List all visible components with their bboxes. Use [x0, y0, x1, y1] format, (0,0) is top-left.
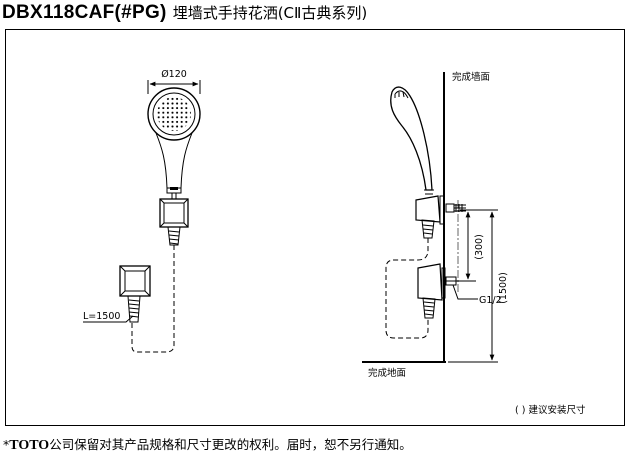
dim-1500-label: (1500): [498, 272, 509, 304]
diameter-label: Ø120: [161, 69, 187, 80]
hose-length-leader: [83, 315, 134, 323]
footer-text: 公司保留对其产品规格和尺寸更改的权利。届时，恕不另行通知。: [49, 437, 412, 452]
footer-star: *: [3, 437, 10, 452]
hand-shower-holder: [159, 198, 189, 246]
product-name: 埋墙式手持花洒(CⅡ古典系列): [172, 4, 368, 22]
finished-wall-label: 完成墙面: [452, 71, 490, 83]
side-view: [362, 72, 498, 363]
dim-300-line: [460, 209, 498, 282]
finished-floor-label: 完成地面: [368, 367, 406, 379]
holder-side: [415, 195, 466, 239]
thread-label: G1/2: [479, 295, 502, 306]
footer-brand: TOTO: [9, 438, 50, 453]
hose-side-dashed: [385, 238, 429, 339]
shower-head-front: [147, 87, 201, 199]
drawing-frame: [5, 29, 625, 426]
drawing-title: DBX118CAF(#PG) 埋墙式手持花洒(CⅡ古典系列): [2, 2, 367, 26]
dim-300-label: (300): [474, 234, 485, 260]
wall-outlet-front: [119, 265, 151, 323]
dim-1500-line: [448, 211, 498, 363]
shower-head-side: [390, 86, 434, 195]
diameter-dimension: [147, 80, 201, 94]
disclaimer-footer: *TOTO公司保留对其产品规格和尺寸更改的权利。届时，恕不另行通知。: [3, 434, 412, 454]
hose-dashed: [131, 245, 175, 353]
suggested-dimension-note: ( ) 建议安装尺寸: [515, 404, 586, 416]
model-number: DBX118CAF(#PG): [2, 2, 167, 23]
wall-outlet-side: [417, 263, 460, 319]
thread-leader: [452, 284, 478, 300]
hose-length-label: L=1500: [83, 311, 120, 322]
front-view: [83, 80, 201, 353]
